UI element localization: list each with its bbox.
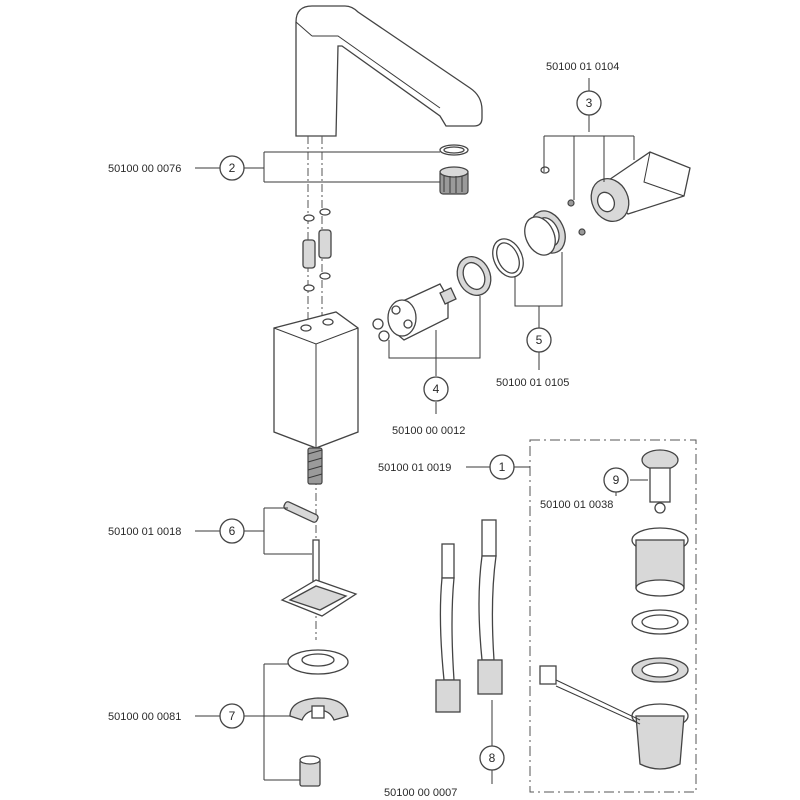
part-number-label: 50100 00 0081 (108, 711, 181, 723)
lever-handle (590, 151, 691, 222)
callout-8: 8 (479, 745, 505, 771)
waste-assembly-frame (529, 439, 697, 793)
fixing-washer (287, 649, 349, 675)
flex-hoses (435, 519, 503, 713)
waste-nut (631, 657, 689, 683)
sleeve (524, 210, 566, 256)
part-number-label: 50100 00 0012 (392, 425, 465, 437)
faucet-body (273, 311, 359, 449)
callout-3: 3 (576, 90, 602, 116)
callout-number: 9 (613, 473, 620, 487)
part-number-label: 50100 00 0007 (384, 787, 457, 799)
waste-gasket (631, 609, 689, 635)
fixing-nut (299, 755, 321, 787)
callout-number: 5 (536, 333, 543, 347)
cartridge (387, 283, 457, 341)
cartridge-seals (372, 318, 390, 342)
callout-5: 5 (526, 327, 552, 353)
waste-tail (631, 703, 689, 770)
waste-body (631, 527, 689, 597)
callout-9: 9 (603, 467, 629, 493)
part-number-label: 50100 01 0019 (378, 462, 451, 474)
callout-number: 1 (499, 460, 506, 474)
threaded-stud (307, 447, 323, 485)
o-ring-aerator (439, 144, 469, 156)
retaining-nut (456, 256, 492, 296)
aerator (439, 166, 469, 195)
callout-number: 6 (229, 524, 236, 538)
callout-2: 2 (219, 155, 245, 181)
handle-screws (540, 166, 586, 236)
spout-connectors (302, 208, 332, 292)
spout (295, 5, 483, 137)
pivot-rod (539, 665, 641, 725)
part-number-label: 50100 01 0038 (540, 499, 613, 511)
callout-number: 3 (586, 96, 593, 110)
callout-4: 4 (423, 376, 449, 402)
callout-6: 6 (219, 518, 245, 544)
horseshoe-washer (289, 697, 349, 721)
pop-up-plug (641, 449, 679, 514)
callout-number: 8 (489, 751, 496, 765)
callout-number: 7 (229, 709, 236, 723)
callout-1: 1 (489, 454, 515, 480)
mounting-plate (280, 579, 358, 617)
callout-number: 4 (433, 382, 440, 396)
part-number-label: 50100 01 0018 (108, 526, 181, 538)
callout-number: 2 (229, 161, 236, 175)
callout-7: 7 (219, 703, 245, 729)
part-number-label: 50100 00 0076 (108, 163, 181, 175)
o-ring-sleeve (492, 238, 524, 278)
part-number-label: 50100 01 0104 (546, 61, 619, 73)
part-number-label: 50100 01 0105 (496, 377, 569, 389)
